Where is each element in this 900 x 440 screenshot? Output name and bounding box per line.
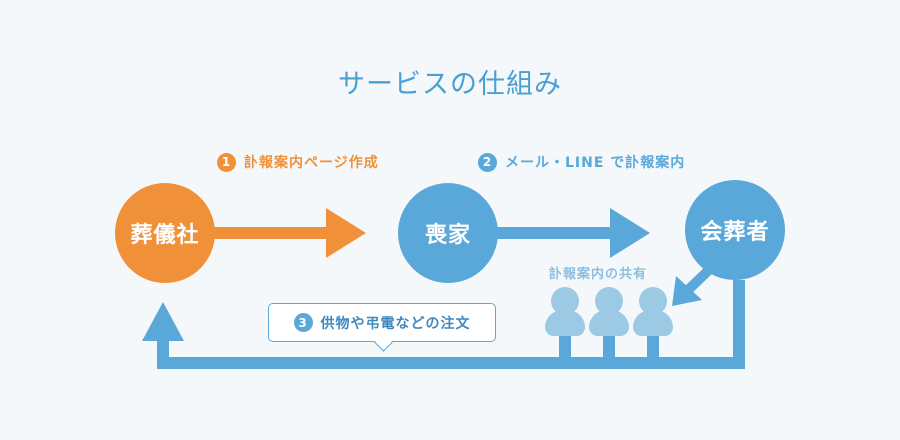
node-attendees: 会葬者 xyxy=(685,180,785,280)
step-3-text: 供物や弔電などの注文 xyxy=(320,315,471,332)
user-icon xyxy=(633,287,673,339)
diagram-title: サービスの仕組み xyxy=(338,69,562,100)
share-label: 訃報案内の共有 xyxy=(549,267,648,282)
user-icon xyxy=(545,287,585,339)
step-2-label: 2 メール・LINE で訃報案内 xyxy=(478,150,685,174)
arrow-return-loop xyxy=(142,280,745,369)
arrow-mourner-to-attendees xyxy=(496,208,650,258)
node-mourner: 喪家 xyxy=(398,183,498,283)
node-mourner-label: 喪家 xyxy=(424,223,471,248)
step-1-text: 訃報案内ページ作成 xyxy=(244,155,379,171)
step-2-text: メール・LINE で訃報案内 xyxy=(505,155,686,171)
step-1-label: 1 訃報案内ページ作成 xyxy=(217,150,379,174)
step-1-number: 1 xyxy=(217,152,236,172)
step-3-number: 3 xyxy=(293,313,313,332)
user-icon xyxy=(589,287,629,339)
people-connectors xyxy=(559,334,659,358)
step-2-number: 2 xyxy=(478,152,497,172)
arrow-funeral-to-mourner xyxy=(212,208,366,258)
node-funeral-company: 葬儀社 xyxy=(115,183,215,283)
node-attendees-label: 会葬者 xyxy=(700,220,770,245)
node-funeral-company-label: 葬儀社 xyxy=(130,223,200,248)
arrow-share-diagonal xyxy=(672,264,715,306)
step-3-callout: 3 供物や弔電などの注文 xyxy=(268,303,496,352)
